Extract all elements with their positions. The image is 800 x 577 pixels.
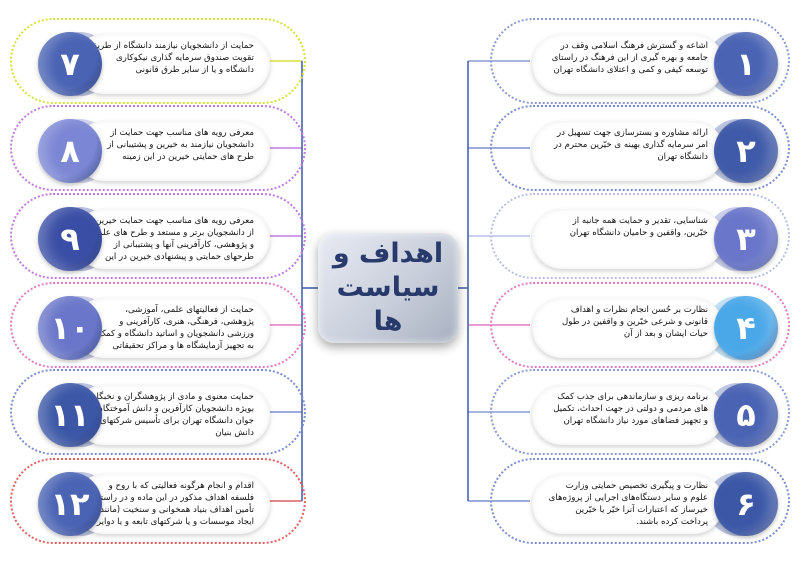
goal-text-box: اشاعه و گسترش فرهنگ اسلامی وقف در جامعه … — [532, 34, 724, 94]
goal-text: حمایت از دانشجویان نیازمند دانشگاه از طر… — [90, 41, 254, 75]
left-goal-item: حمایت معنوی و مادی از پژوهشگران و نخبگان… — [10, 369, 306, 455]
goal-text: شناسایی، تقدیر و حمایت همه جانبه از خیّر… — [569, 216, 708, 238]
goal-text: نظارت بر حُسن انجام نظرات و اهداف قانونی… — [562, 305, 708, 339]
goal-text: نظارت و پیگیری تخصیص حمایتی وزارت علوم و… — [548, 481, 708, 527]
goal-text: اقدام و انجام هرگونه فعالیتی که با روح و… — [91, 481, 254, 527]
center-title-box: اهداف و سیاست ها — [318, 233, 458, 343]
right-goal-item: نظارت بر حُسن انجام نظرات و اهداف قانونی… — [490, 282, 790, 368]
goal-number-badge: ۷ — [38, 32, 102, 96]
goal-text-box: ارائه مشاوره و بسترسازی جهت تسهیل در امر… — [532, 121, 724, 181]
left-goal-item: حمایت از فعالیتهای علمی، آموزشی، پژوهشی،… — [10, 282, 306, 368]
goal-text-box: نظارت و پیگیری تخصیص حمایتی وزارت علوم و… — [532, 474, 724, 534]
goal-number-badge: ۱۱ — [38, 383, 102, 447]
right-goal-item: اشاعه و گسترش فرهنگ اسلامی وقف در جامعه … — [490, 18, 790, 104]
goal-number-badge: ۴ — [714, 296, 778, 360]
center-title-line2: سیاست ها — [336, 272, 440, 337]
right-goal-item: ارائه مشاوره و بسترسازی جهت تسهیل در امر… — [490, 105, 790, 191]
goal-text: برنامه ریزی و سازماندهی برای جذب کمک های… — [553, 392, 708, 426]
right-goal-item: برنامه ریزی و سازماندهی برای جذب کمک های… — [490, 369, 790, 455]
goal-number-badge: ۵ — [714, 383, 778, 447]
goal-number-badge: ۸ — [38, 119, 102, 183]
goal-number-badge: ۱ — [714, 32, 778, 96]
right-goal-item: شناسایی، تقدیر و حمایت همه جانبه از خیّر… — [490, 193, 790, 279]
left-goal-item: معرفی رویه های مناسب جهت حمایت از دانشجو… — [10, 105, 306, 191]
goal-text: اشاعه و گسترش فرهنگ اسلامی وقف در جامعه … — [551, 41, 708, 75]
goal-number-badge: ۶ — [714, 472, 778, 536]
goal-number-badge: ۹ — [38, 207, 102, 271]
right-goal-item: نظارت و پیگیری تخصیص حمایتی وزارت علوم و… — [490, 458, 790, 544]
goal-text: ارائه مشاوره و بسترسازی جهت تسهیل در امر… — [553, 128, 708, 162]
left-goal-item: حمایت از دانشجویان نیازمند دانشگاه از طر… — [10, 18, 306, 104]
goal-number-badge: ۳ — [714, 207, 778, 271]
goal-number-badge: ۱۰ — [38, 296, 102, 360]
goal-text-box: حمایت معنوی و مادی از پژوهشگران و نخبگان… — [74, 385, 270, 445]
left-goal-item: معرفی رویه های مناسب جهت حمایت خیرین از … — [10, 193, 306, 279]
goal-number-badge: ۱۲ — [38, 472, 102, 536]
goal-text: حمایت از فعالیتهای علمی، آموزشی، پژوهشی،… — [98, 305, 254, 351]
left-goal-item: اقدام و انجام هرگونه فعالیتی که با روح و… — [10, 458, 306, 544]
goal-text-box: شناسایی، تقدیر و حمایت همه جانبه از خیّر… — [532, 209, 724, 269]
goal-number-badge: ۲ — [714, 119, 778, 183]
goal-text-box: معرفی رویه های مناسب جهت حمایت از دانشجو… — [74, 121, 270, 181]
goal-text-box: معرفی رویه های مناسب جهت حمایت خیرین از … — [74, 209, 270, 269]
center-title-line1: اهداف و — [332, 238, 444, 269]
goal-text-box: حمایت از دانشجویان نیازمند دانشگاه از طر… — [74, 34, 270, 94]
goal-text-box: اقدام و انجام هرگونه فعالیتی که با روح و… — [74, 474, 270, 534]
goal-text-box: نظارت بر حُسن انجام نظرات و اهداف قانونی… — [532, 298, 724, 358]
goal-text: معرفی رویه های مناسب جهت حمایت از دانشجو… — [107, 128, 254, 162]
goal-text-box: برنامه ریزی و سازماندهی برای جذب کمک های… — [532, 385, 724, 445]
goal-text-box: حمایت از فعالیتهای علمی، آموزشی، پژوهشی،… — [74, 298, 270, 358]
goal-text: معرفی رویه های مناسب جهت حمایت خیرین از … — [91, 216, 254, 262]
goal-text: حمایت معنوی و مادی از پژوهشگران و نخبگان… — [90, 392, 254, 438]
